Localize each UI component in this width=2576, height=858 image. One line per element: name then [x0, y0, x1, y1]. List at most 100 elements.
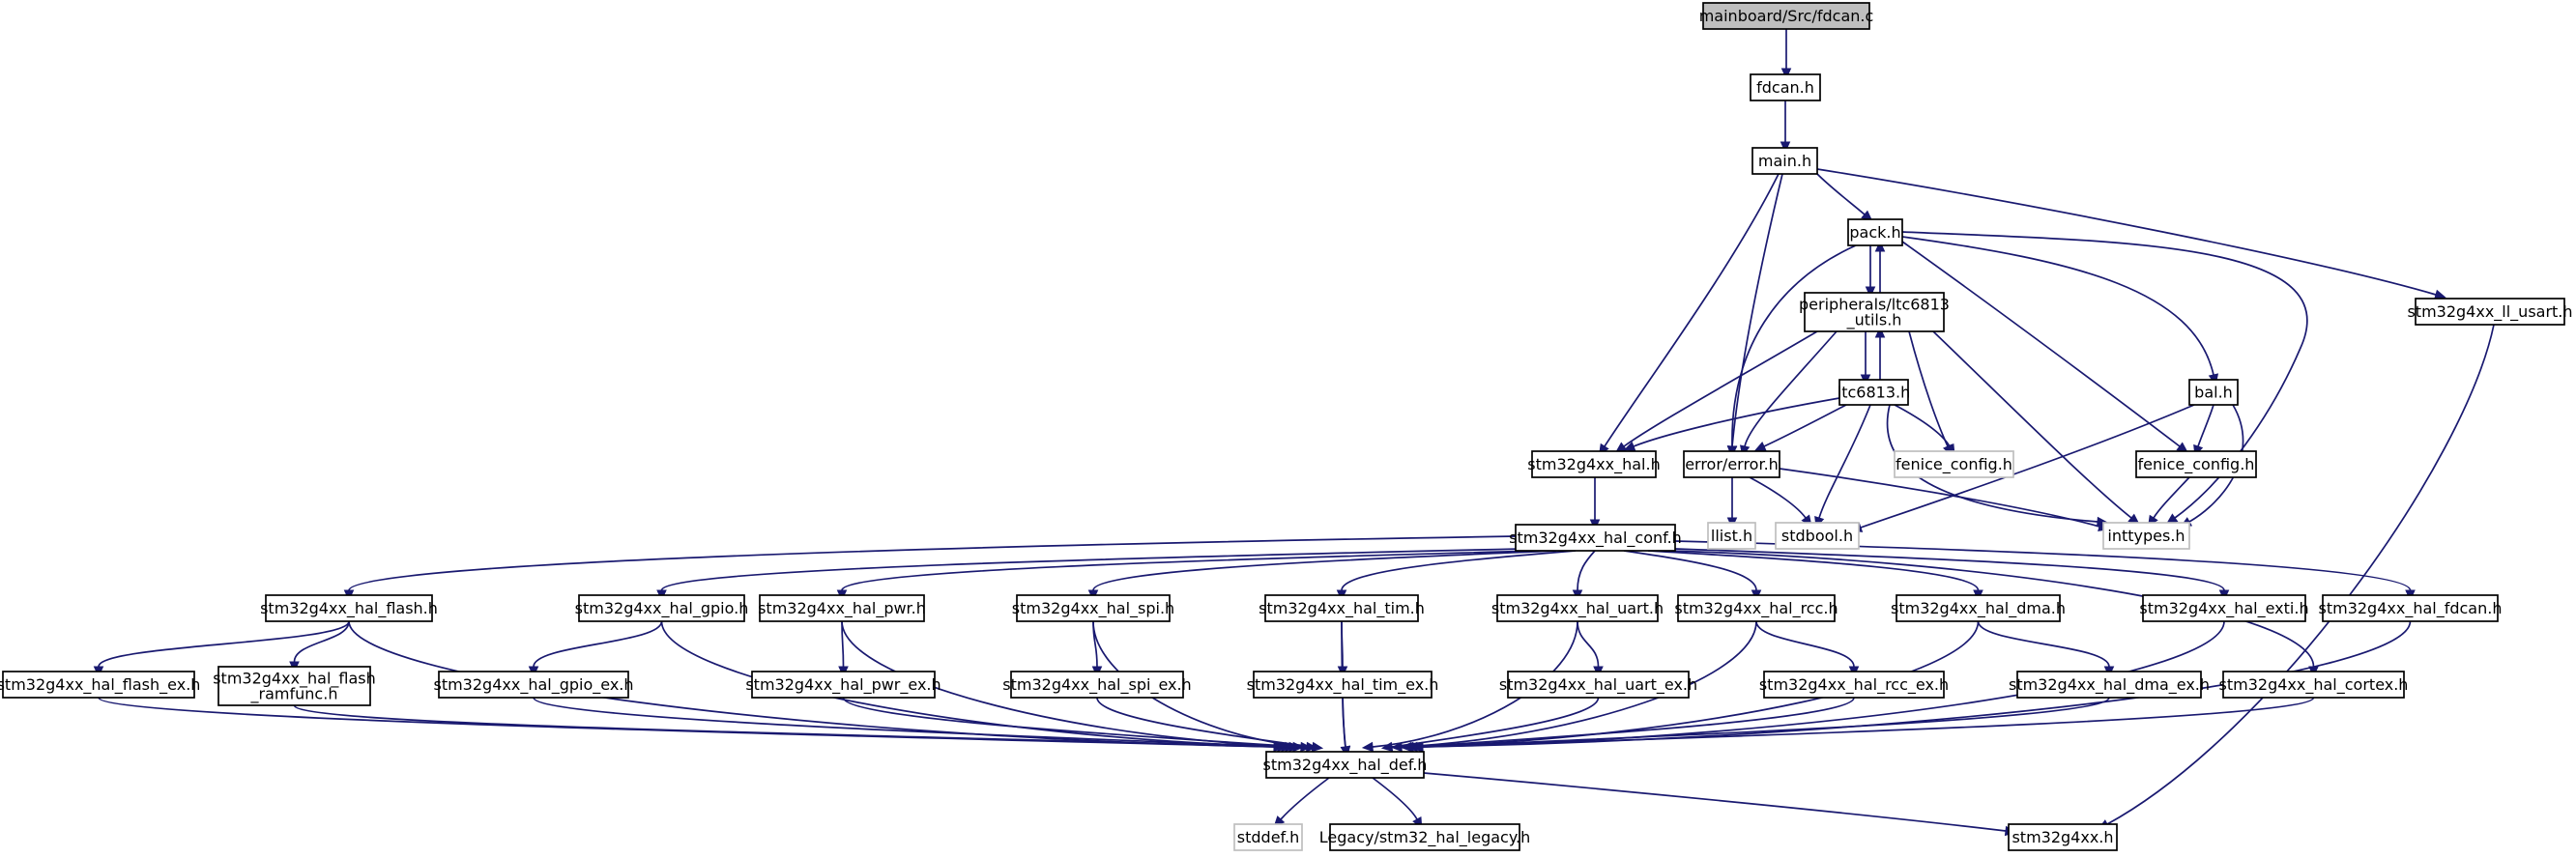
edge-ltc_utils-to-fenice_gray — [1908, 330, 1953, 457]
edge-line — [1901, 241, 2181, 447]
node-label: stm32g4xx_hal_pwr_ex.h — [745, 675, 941, 695]
node-ll-usart[interactable]: stm32g4xx_ll_usart.h — [2407, 298, 2573, 326]
node-label: stm32g4xx_hal_flash_ex.h — [0, 675, 200, 695]
node-hal-gpio-ex[interactable]: stm32g4xx_hal_gpio_ex.h — [433, 671, 634, 699]
node-box — [1264, 594, 1419, 622]
node-box — [578, 594, 745, 622]
edge-line — [1372, 777, 1418, 820]
edge-line — [1416, 697, 2110, 748]
edge-line — [1894, 404, 1951, 447]
edge-line — [1731, 244, 1857, 447]
node-hal-dma[interactable]: stm32g4xx_hal_dma.h — [1891, 594, 2066, 622]
node-hal-pwr-ex[interactable]: stm32g4xx_hal_pwr_ex.h — [745, 671, 941, 699]
node-hal-fdcan[interactable]: stm32g4xx_hal_fdcan.h — [2319, 594, 2503, 622]
node-hal-spi-ex[interactable]: stm32g4xx_hal_spi_ex.h — [1002, 671, 1192, 699]
node-hal-def[interactable]: stm32g4xx_hal_def.h — [1263, 751, 1428, 779]
edge-line — [1096, 697, 1314, 748]
edge-pack_h-to-inttypes — [1901, 231, 2308, 525]
arrowhead — [1300, 741, 1313, 753]
node-hal-uart-ex[interactable]: stm32g4xx_hal_uart_ex.h — [1499, 671, 1697, 699]
node-label: _utils.h — [1846, 311, 1902, 330]
edge-hal_gpio-to-hal_gpio_ex — [528, 620, 663, 678]
node-box — [1677, 594, 1836, 622]
node-label: stm32g4xx_hal_spi_ex.h — [1002, 675, 1191, 695]
node-pack-h[interactable]: pack.h — [1847, 218, 1903, 246]
node-box — [1329, 823, 1520, 851]
edge-line — [1577, 550, 1596, 591]
node-legacy[interactable]: Legacy/stm32_hal_legacy.h — [1319, 823, 1531, 851]
node-hal-uart[interactable]: stm32g4xx_hal_uart.h — [1491, 594, 1664, 622]
node-stm32g4xx[interactable]: stm32g4xx.h — [2008, 823, 2118, 851]
node-hal-flash-ramfunc[interactable]: stm32g4xx_hal_flash_ramfunc.h — [213, 666, 376, 706]
node-box — [1507, 671, 1690, 699]
node-main-h[interactable]: main.h — [1751, 147, 1818, 175]
node-error-h[interactable]: error/error.h — [1683, 450, 1780, 478]
node-hal-spi[interactable]: stm32g4xx_hal_spi.h — [1012, 594, 1174, 622]
edge-ltc6813-to-ltc_utils — [1874, 326, 1886, 380]
node-hal-rcc[interactable]: stm32g4xx_hal_rcc.h — [1674, 594, 1838, 622]
node-hal-cortex[interactable]: stm32g4xx_hal_cortex.h — [2219, 671, 2409, 699]
node-ltc6813[interactable]: ltc6813.h — [1838, 379, 1910, 406]
edge-line — [1623, 330, 1818, 447]
edge-line — [1342, 697, 1346, 748]
node-bal-h[interactable]: bal.h — [2188, 379, 2239, 406]
edge-line — [1401, 620, 1757, 748]
node-box — [2102, 522, 2190, 550]
edge-line — [348, 620, 1275, 748]
node-ltc-utils[interactable]: peripherals/ltc6813_utils.h — [1799, 292, 1950, 332]
node-box — [1896, 594, 2061, 622]
edge-line — [1391, 697, 1600, 748]
node-box — [1515, 524, 1676, 552]
node-box — [1775, 522, 1860, 550]
node-label: bal.h — [2194, 384, 2233, 402]
node-label: Legacy/stm32_hal_legacy.h — [1319, 828, 1531, 847]
node-hal-gpio[interactable]: stm32g4xx_hal_gpio.h — [575, 594, 749, 622]
node-hal-exti[interactable]: stm32g4xx_hal_exti.h — [2139, 594, 2309, 622]
node-box — [1265, 751, 1425, 779]
node-box — [1763, 671, 1945, 699]
node-box — [751, 671, 936, 699]
node-box — [438, 671, 629, 699]
edge-line — [1410, 697, 1855, 748]
node-hal-pwr[interactable]: stm32g4xx_hal_pwr.h — [758, 594, 926, 622]
node-label: stdbool.h — [1781, 527, 1853, 545]
edge-line — [2197, 404, 2214, 447]
node-llist: llist.h — [1707, 522, 1756, 550]
node-hal-tim-ex[interactable]: stm32g4xx_hal_tim_ex.h — [1247, 671, 1439, 699]
arrowhead — [1780, 141, 1791, 154]
node-box — [1496, 594, 1659, 622]
node-hal-tim[interactable]: stm32g4xx_hal_tim.h — [1259, 594, 1425, 622]
node-hal-flash[interactable]: stm32g4xx_hal_flash.h — [260, 594, 438, 622]
node-label: llist.h — [1711, 527, 1752, 545]
edge-line — [293, 620, 350, 663]
node-hal-rcc-ex[interactable]: stm32g4xx_hal_rcc_ex.h — [1759, 671, 1949, 699]
node-fdcan-h[interactable]: fdcan.h — [1750, 73, 1821, 101]
node-fenice-box[interactable]: fenice_config.h — [2135, 450, 2257, 478]
node-label: stm32g4xx_hal_pwr.h — [758, 599, 926, 618]
edge-line — [1932, 330, 2132, 519]
node-label: stm32g4xx_hal_def.h — [1263, 756, 1428, 775]
node-inttypes: inttypes.h — [2102, 522, 2190, 550]
node-label: stm32g4xx_hal_rcc.h — [1674, 599, 1838, 618]
edge-ltc_utils-to-ltc6813 — [1860, 331, 1871, 386]
edge-hal_conf-to-hal_uart — [1572, 550, 1596, 602]
node-fdcan-c[interactable]: mainboard/Src/fdcan.c — [1699, 2, 1874, 30]
edge-line — [1816, 173, 1866, 215]
edge-pack_h-to-fenice_box — [1901, 241, 2188, 453]
edge-line — [1341, 550, 1577, 591]
node-hal-conf[interactable]: stm32g4xx_hal_conf.h — [1509, 524, 1682, 552]
node-hal-dma-ex[interactable]: stm32g4xx_hal_dma_ex.h — [2009, 671, 2210, 699]
node-hal-h[interactable]: stm32g4xx_hal.h — [1527, 450, 1661, 478]
node-label: stm32g4xx_hal_flash — [213, 670, 376, 689]
edge-fdcan_c-to-fdcan_h — [1780, 29, 1792, 80]
node-label: pack.h — [1849, 223, 1900, 242]
node-label: stm32g4xx.h — [2012, 828, 2113, 846]
arrowhead — [1623, 441, 1636, 451]
node-hal-flash-ex[interactable]: stm32g4xx_hal_flash_ex.h — [0, 671, 200, 699]
arrowhead — [1361, 741, 1374, 753]
node-stdbool: stdbool.h — [1775, 522, 1860, 550]
node-label: stm32g4xx_hal_gpio.h — [575, 599, 749, 618]
node-box — [2016, 671, 2202, 699]
edge-line — [1749, 476, 1807, 519]
node-box — [2188, 379, 2239, 406]
